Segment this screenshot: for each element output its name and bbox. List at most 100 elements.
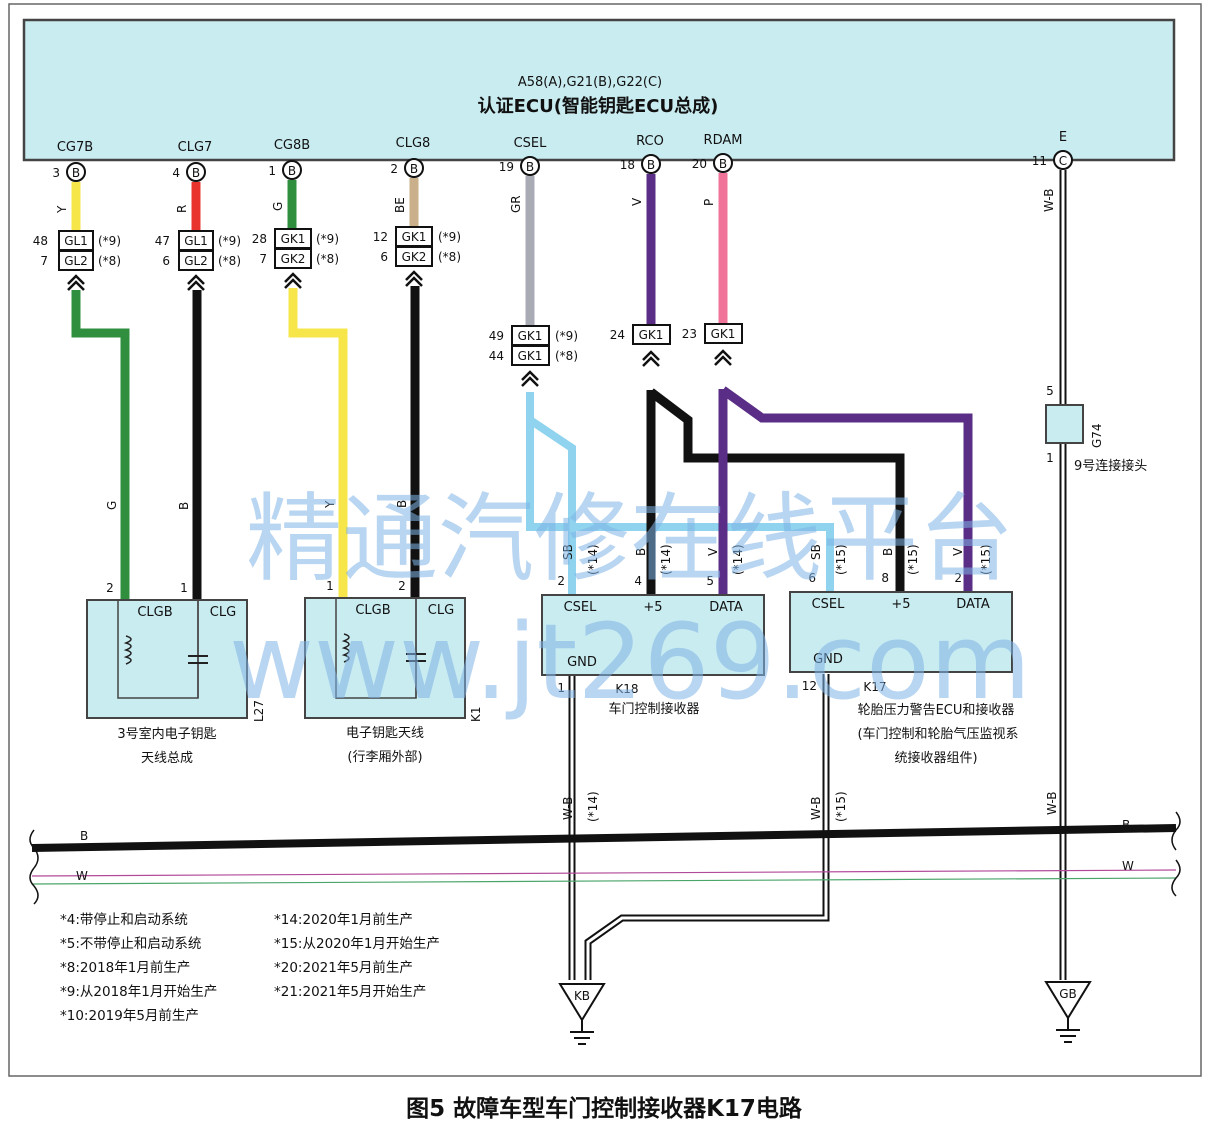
antenna-l27: CLGB CLG 2 1 L27 3号室内电子钥匙 天线总成 (86, 581, 266, 766)
svg-text:(*14): (*14) (659, 544, 673, 575)
svg-text:18: 18 (620, 158, 635, 172)
wire-v-k17 (720, 386, 973, 592)
svg-text:K17: K17 (863, 680, 886, 694)
svg-text:6: 6 (380, 250, 388, 264)
svg-text:SB: SB (561, 544, 575, 560)
svg-text:GK2: GK2 (281, 252, 306, 266)
terminal: B2 (390, 158, 424, 178)
svg-text:(*9): (*9) (555, 329, 578, 343)
note: *8:2018年1月前生产 (60, 959, 190, 976)
chevron-icon (642, 356, 660, 367)
receiver-k17: CSEL +5 DATA GND 6 8 2 12 K17 轮胎压力警告ECU和… (789, 571, 1019, 766)
svg-text:GK1: GK1 (518, 349, 543, 363)
svg-text:49: 49 (489, 329, 504, 343)
svg-text:CLG: CLG (210, 605, 236, 620)
svg-text:(*14): (*14) (586, 544, 600, 575)
ecu-pin-name: CSEL (514, 136, 548, 151)
svg-text:47: 47 (155, 234, 170, 248)
note: *15:从2020年1月开始生产 (274, 936, 440, 952)
wire-code: P (702, 199, 716, 206)
wire-code: Y (323, 500, 337, 509)
svg-text:19: 19 (499, 160, 514, 174)
svg-text:1: 1 (557, 681, 565, 695)
terminal: B3 (52, 162, 86, 182)
ecu-pin-name: CG7B (57, 140, 93, 155)
chevron-icon (67, 280, 85, 291)
svg-text:GND: GND (567, 655, 597, 670)
svg-text:B: B (410, 162, 418, 176)
chevron-icon (284, 272, 302, 283)
upper-wires (71, 170, 1067, 404)
ecu-box (22, 18, 1176, 162)
bus-w-upper (31, 869, 1177, 877)
bus-b (31, 824, 1177, 852)
svg-text:B: B (288, 164, 296, 178)
bus: B B W W (29, 811, 1181, 905)
svg-text:轮胎压力警告ECU和接收器: 轮胎压力警告ECU和接收器 (858, 702, 1015, 718)
svg-text:GL2: GL2 (64, 254, 88, 268)
svg-text:3号室内电子钥匙: 3号室内电子钥匙 (117, 726, 216, 742)
svg-text:7: 7 (40, 254, 48, 268)
svg-text:DATA: DATA (709, 600, 743, 615)
svg-text:(*14): (*14) (731, 544, 745, 575)
svg-text:W-B: W-B (1045, 791, 1059, 815)
svg-text:B: B (881, 548, 895, 556)
svg-text:G74: G74 (1090, 423, 1104, 448)
svg-text:20: 20 (692, 157, 707, 171)
svg-text:3: 3 (52, 166, 60, 180)
svg-text:W: W (76, 869, 88, 883)
ground-gb: GB (1044, 981, 1092, 1043)
svg-text:2: 2 (557, 574, 565, 588)
svg-text:B: B (719, 157, 727, 171)
terminal: B18 (620, 154, 661, 174)
ground-kb: KB (558, 983, 606, 1045)
svg-text:(*9): (*9) (218, 234, 241, 248)
connector-gk-rco: GK1 24 (610, 324, 671, 345)
ecu-pin-name: RCO (636, 134, 664, 149)
terminal: B 20 (692, 153, 733, 173)
svg-text:2: 2 (390, 162, 398, 176)
ecu-pin-name: CG8B (274, 138, 310, 153)
wire-code: R (175, 205, 189, 213)
svg-text:(*15): (*15) (834, 544, 848, 575)
note: *20:2021年5月前生产 (274, 959, 413, 976)
svg-text:44: 44 (489, 349, 504, 363)
connector-gk-rdam: GK1 23 (682, 323, 743, 344)
ecu-title: 认证ECU(智能钥匙ECU总成) (478, 95, 719, 117)
svg-text:GB: GB (1059, 987, 1077, 1001)
ecu-pin-name: RDAM (704, 133, 743, 148)
receiver-k18: CSEL +5 DATA GND 2 4 5 1 K18 车门控制接收器 (541, 574, 765, 717)
svg-text:CSEL: CSEL (564, 600, 598, 615)
svg-text:1: 1 (180, 581, 188, 595)
wire-code: V (630, 197, 644, 206)
svg-text:DATA: DATA (956, 597, 990, 612)
wire-sb-k17 (526, 420, 834, 595)
chevron-icon (714, 349, 732, 360)
note: *9:从2018年1月开始生产 (60, 984, 217, 1000)
svg-text:GND: GND (813, 652, 843, 667)
svg-text:L27: L27 (252, 700, 266, 722)
svg-text:12: 12 (802, 679, 817, 693)
terminal: B1 (268, 160, 302, 180)
ground-icon (1044, 981, 1092, 1020)
connector-gl-col2: GL1 GL2 47 6 (*9) (*8) (155, 230, 241, 271)
note: *21:2021年5月开始生产 (274, 984, 426, 1000)
wire-code: Y (55, 205, 69, 214)
svg-text:1: 1 (268, 164, 276, 178)
connector-gk-col3: GK1 GK2 28 7 (*9) (*8) (252, 228, 339, 269)
svg-text:(*15): (*15) (906, 544, 920, 575)
svg-text:B: B (80, 829, 88, 843)
svg-text:5: 5 (706, 574, 714, 588)
svg-text:(*8): (*8) (218, 254, 241, 268)
svg-text:(*9): (*9) (316, 232, 339, 246)
svg-text:V: V (706, 547, 720, 556)
svg-text:(*8): (*8) (438, 250, 461, 264)
ecu-pin-labels: CG7B CLG7 CG8B CLG8 CSEL RCO RDAM E (57, 130, 1067, 155)
svg-text:5: 5 (1046, 384, 1054, 398)
ecu-pin-name: CLG7 (178, 140, 213, 155)
break-icon (29, 829, 39, 869)
svg-text:(*8): (*8) (316, 252, 339, 266)
svg-text:CLGB: CLGB (137, 605, 172, 620)
svg-text:2: 2 (398, 579, 406, 593)
